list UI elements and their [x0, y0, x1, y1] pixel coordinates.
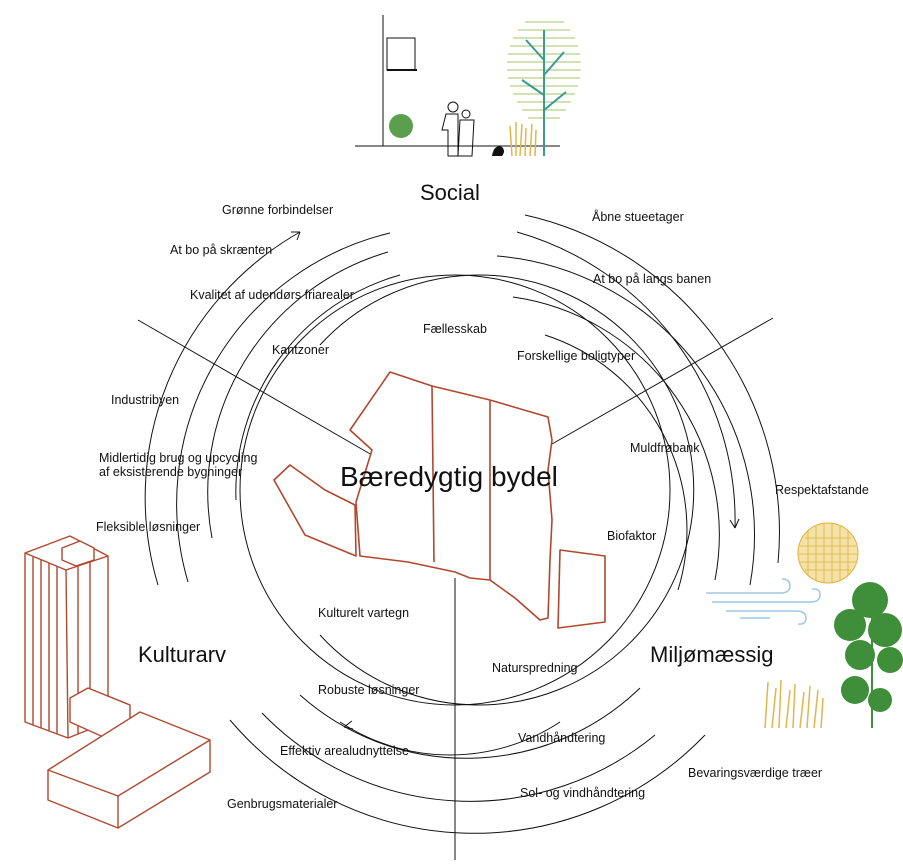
arc-bottom-1 — [229, 719, 706, 834]
inner-circle-full — [239, 274, 671, 706]
label-vandhandtering: Vandhåndtering — [518, 731, 606, 745]
tree-trunk-icon — [521, 30, 567, 156]
arc-social-3 — [207, 251, 389, 539]
label-faellesskab: Fællesskab — [423, 322, 487, 336]
arc-env-2 — [496, 255, 755, 586]
center-title: Bæredygtig bydel — [340, 461, 558, 492]
pillar-environment: Miljømæssig — [650, 642, 774, 667]
arrowhead-env — [729, 518, 740, 529]
site-plan-east — [557, 549, 606, 629]
social-illustration — [355, 15, 581, 157]
site-plan-main — [349, 371, 553, 621]
label-at-bo-skraenten: At bo på skrænten — [170, 243, 273, 257]
label-respektafstande: Respektafstande — [775, 483, 869, 497]
people-icon — [441, 101, 475, 157]
arc-social-outer — [144, 231, 301, 586]
barn — [47, 711, 211, 829]
tree-icon — [834, 582, 903, 712]
environment-arcs — [496, 214, 780, 591]
label-fleksible: Fleksible løsninger — [96, 520, 201, 534]
label-midlertidig-line1: Midlertidig brug og upcycling — [99, 451, 258, 465]
label-sol-vind: Sol- og vindhåndtering — [520, 786, 646, 800]
label-bevaring: Bevaringsværdige træer — [688, 766, 823, 780]
label-muldfrobank: Muldfrøbank — [630, 441, 700, 455]
bottom-arcs — [229, 687, 706, 834]
label-kulturelt-vartegn: Kulturelt vartegn — [318, 606, 410, 620]
arc-bottom-3 — [299, 687, 641, 759]
site-plan — [273, 371, 606, 629]
label-kvalitet-udendors: Kvalitet af udendørs friarealer — [190, 288, 354, 302]
label-robuste: Robuste løsninger — [318, 683, 420, 697]
arc-social-2 — [176, 232, 391, 583]
arc-bottom-4 — [339, 721, 561, 756]
label-at-bo-banen: At bo på langs banen — [593, 272, 712, 286]
arc-env-4 — [544, 334, 688, 591]
dog-icon — [492, 146, 504, 156]
pillar-social: Social — [420, 180, 480, 205]
divider-line-right — [551, 317, 774, 445]
site-plan-division-1 — [431, 385, 435, 563]
label-effektiv: Effektiv arealudnyttelse — [280, 744, 410, 758]
arrowhead-social — [291, 231, 301, 241]
shrub-icon — [389, 114, 413, 138]
label-biofaktor: Biofaktor — [607, 529, 657, 543]
environment-illustration — [706, 522, 903, 729]
window — [386, 37, 416, 71]
arc-social-4 — [235, 274, 401, 501]
divider-lines — [137, 317, 774, 860]
label-midlertidig-line2: af eksisterende bygninger — [99, 465, 243, 479]
label-kantzoner: Kantzoner — [272, 343, 329, 357]
wind-icon — [706, 578, 821, 625]
label-naturspredning: Naturspredning — [492, 661, 578, 675]
reeds-icon — [764, 679, 824, 729]
arc-env-3 — [512, 296, 720, 581]
label-industribyen: Industribyen — [111, 393, 180, 407]
site-plan-west — [273, 464, 357, 557]
arc-env-5 — [524, 214, 780, 564]
pillar-culture: Kulturarv — [138, 642, 227, 667]
grass-icon — [509, 122, 537, 157]
sun-icon — [797, 522, 859, 584]
tower-top — [61, 540, 95, 567]
label-genbrug: Genbrugsmaterialer — [227, 797, 338, 811]
label-forskellige-boligtyper: Forskellige boligtyper — [517, 349, 636, 363]
arc-bottom-2 — [261, 712, 656, 802]
arrowhead-bottom — [343, 720, 354, 730]
label-abne-stueetager: Åbne stueetager — [592, 210, 684, 224]
culture-illustration — [24, 535, 211, 829]
divider-line-left — [137, 319, 373, 456]
social-arcs — [144, 231, 401, 586]
label-gronne-forbindelser: Grønne forbindelser — [222, 203, 334, 217]
sun-grid — [798, 523, 858, 583]
arc-env-1 — [516, 231, 736, 529]
